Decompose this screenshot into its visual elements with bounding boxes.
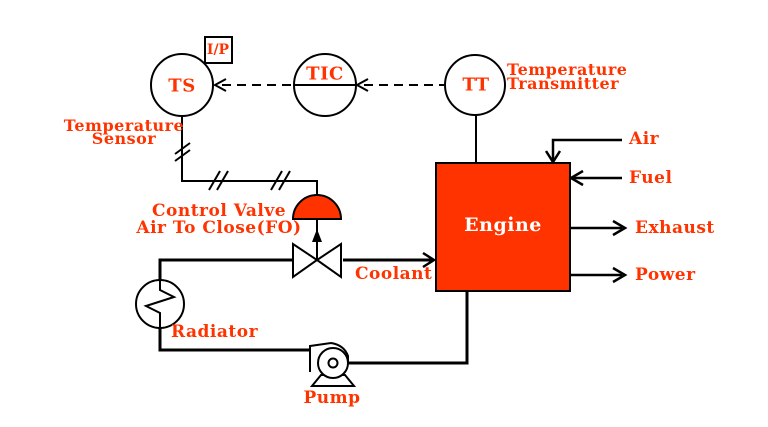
arrowhead-down-icon bbox=[544, 150, 562, 165]
signal-line-ts-to-valve bbox=[174, 116, 318, 197]
ts-instrument-circle bbox=[150, 53, 214, 117]
stem-arrow-up-icon bbox=[312, 229, 322, 242]
ts-instrument-label: TS bbox=[168, 75, 196, 97]
arrowhead-left-icon bbox=[212, 78, 227, 92]
arrowhead-left-icon bbox=[568, 169, 584, 187]
temperature-transmitter-label: Temperature Transmitter bbox=[507, 60, 628, 93]
signal-hash-mark bbox=[174, 142, 191, 155]
pump-label: Pump bbox=[303, 388, 361, 408]
signal-hash-mark bbox=[174, 149, 191, 162]
coolant-arrowhead-icon bbox=[422, 251, 437, 269]
temperature-sensor-line1: Temperature bbox=[63, 116, 185, 135]
pump-eye bbox=[327, 357, 339, 369]
air-inlet-arrow bbox=[544, 138, 622, 165]
dashed-signal-tt-to-tic bbox=[354, 78, 444, 92]
exhaust-outlet-arrow bbox=[571, 219, 628, 237]
tic-instrument-label: TIC bbox=[306, 63, 344, 85]
air-stream-label: Air bbox=[629, 129, 660, 149]
tt-instrument-circle bbox=[444, 54, 506, 116]
actuator-dome bbox=[291, 194, 343, 220]
temperature-transmitter-line2: Transmitter bbox=[507, 74, 620, 93]
power-stream-label: Power bbox=[635, 265, 696, 285]
control-valve-icon bbox=[292, 242, 342, 279]
pump-icon bbox=[309, 341, 357, 387]
radiator-icon bbox=[135, 279, 185, 329]
engine-label: Engine bbox=[464, 214, 542, 236]
signal-hash-mark bbox=[270, 170, 283, 191]
coolant-label: Coolant bbox=[355, 264, 433, 284]
tt-instrument-label: TT bbox=[462, 74, 490, 96]
ip-converter-box bbox=[204, 36, 233, 64]
arrowhead-right-icon bbox=[612, 219, 628, 237]
control-valve-label: Control Valve Air To Close(FO) bbox=[136, 203, 301, 237]
power-outlet-arrow bbox=[571, 266, 628, 284]
temperature-transmitter-line1: Temperature bbox=[507, 60, 628, 79]
arrowhead-right-icon bbox=[612, 266, 628, 284]
signal-hash-mark bbox=[216, 170, 229, 191]
exhaust-stream-label: Exhaust bbox=[635, 218, 715, 238]
pipe-pump-to-engine bbox=[346, 291, 469, 365]
engine-block bbox=[435, 162, 571, 292]
control-valve-line2: Air To Close(FO) bbox=[136, 218, 302, 238]
ip-converter-label: I/P bbox=[206, 42, 230, 58]
tic-instrument-circle bbox=[293, 53, 357, 117]
temperature-sensor-line2: Sensor bbox=[91, 129, 157, 148]
signal-hash-mark bbox=[208, 170, 221, 191]
signal-hash-mark bbox=[278, 170, 291, 191]
fuel-inlet-arrow bbox=[568, 169, 622, 187]
fuel-stream-label: Fuel bbox=[629, 168, 673, 188]
temperature-sensor-label: Temperature Sensor bbox=[63, 116, 185, 148]
valve-actuator-icon bbox=[291, 194, 343, 260]
radiator-label: Radiator bbox=[171, 322, 259, 342]
dashed-signal-tic-to-ts bbox=[212, 78, 293, 92]
control-valve-line1: Control Valve bbox=[151, 201, 287, 221]
